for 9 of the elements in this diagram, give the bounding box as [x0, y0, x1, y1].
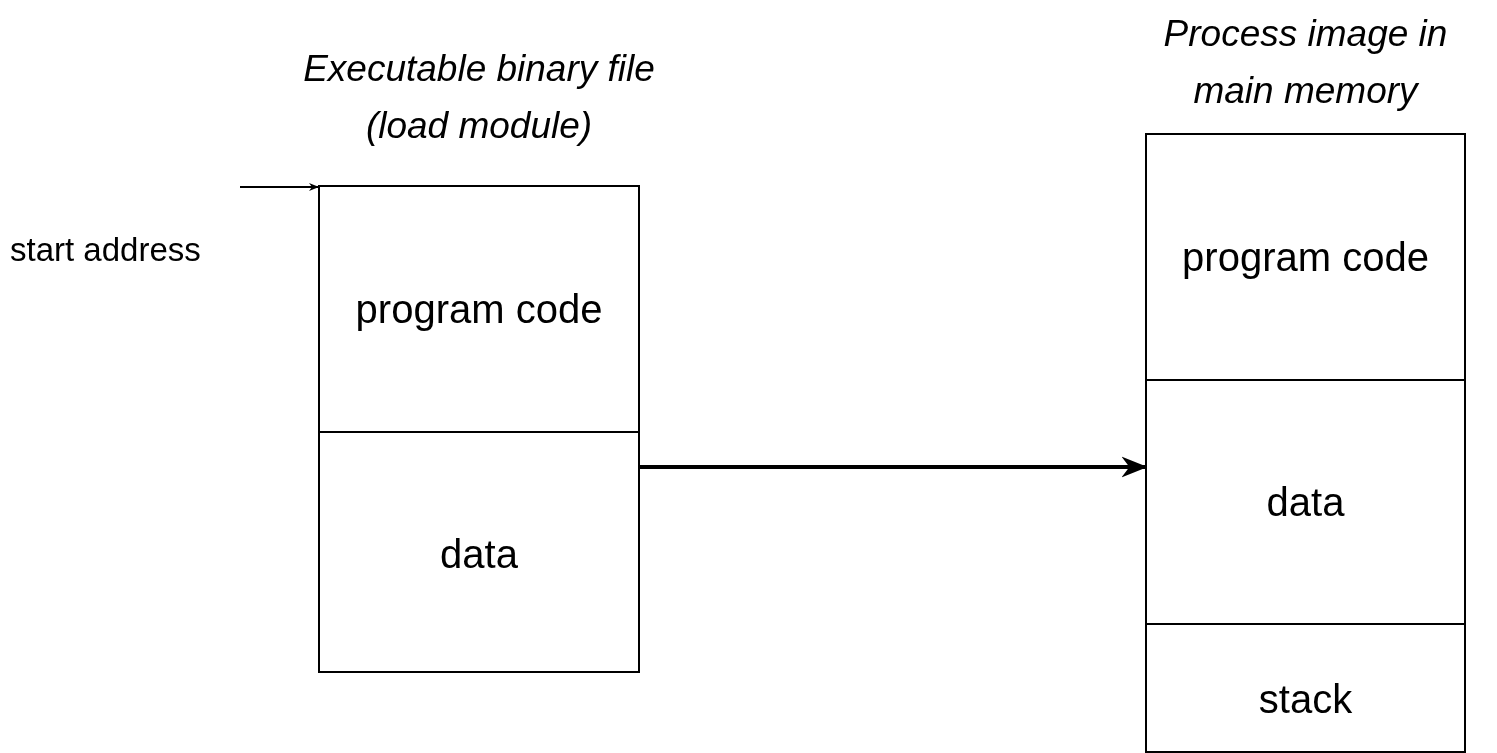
annotation-label: start address — [10, 187, 260, 277]
heading: Executable binary file (load module) — [302, 47, 656, 148]
memory-section: data — [1147, 379, 1464, 623]
memory-section: program code — [1147, 135, 1464, 379]
heading: Process image in main memory — [1162, 12, 1449, 113]
arrow — [239, 183, 319, 191]
memory-section: stack — [1147, 623, 1464, 753]
memory-section: data — [320, 431, 638, 675]
memory-section: program code — [320, 187, 638, 431]
